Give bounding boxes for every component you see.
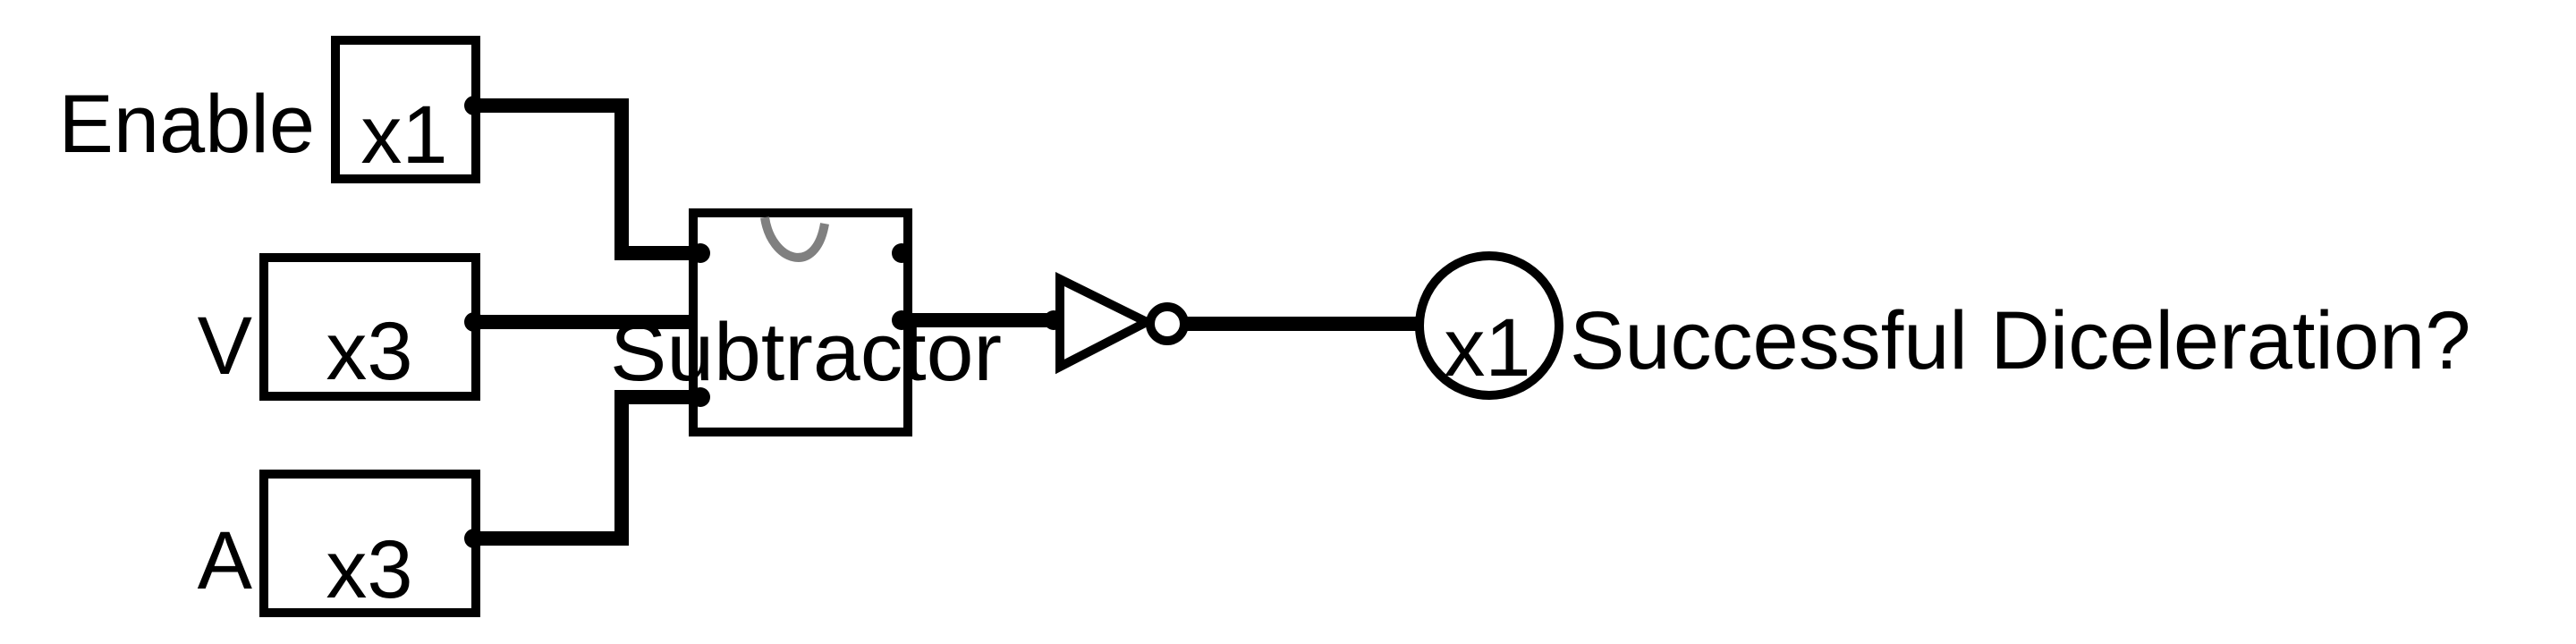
output-label: Successful Diceleration? bbox=[1570, 295, 2470, 386]
input-label-enable: Enable bbox=[59, 79, 315, 170]
subtractor-component[interactable]: Subtractor bbox=[610, 208, 1002, 436]
input-port-v bbox=[464, 312, 484, 332]
input-label-a: A bbox=[198, 515, 253, 606]
wires bbox=[474, 98, 1422, 546]
input-port-enable bbox=[464, 96, 484, 115]
subtractor-port-a bbox=[691, 243, 710, 263]
input-pin-enable[interactable]: Enable x1 bbox=[59, 36, 484, 183]
output-circle bbox=[1415, 251, 1563, 400]
input-port-a bbox=[464, 529, 484, 548]
wire-enable-to-subtractor bbox=[474, 98, 700, 260]
wire-a-to-subtractor bbox=[474, 390, 700, 546]
input-label-v: V bbox=[198, 301, 252, 392]
subtractor-port-b bbox=[691, 387, 710, 407]
input-box-a bbox=[259, 470, 480, 617]
subtractor-notch-icon bbox=[760, 216, 829, 262]
not-gate[interactable] bbox=[1044, 271, 1189, 375]
not-gate-triangle-icon bbox=[1055, 271, 1157, 375]
subtractor-port-diff bbox=[892, 310, 911, 330]
not-gate-bubble-icon bbox=[1146, 302, 1189, 345]
input-width-enable: x1 bbox=[360, 89, 447, 181]
input-width-a: x3 bbox=[326, 524, 412, 615]
input-pin-a[interactable]: A x3 bbox=[198, 470, 484, 617]
input-pin-v[interactable]: V x3 bbox=[198, 253, 484, 401]
output-pin[interactable]: x1 Successful Diceleration? bbox=[1412, 251, 2470, 400]
output-width: x1 bbox=[1444, 302, 1530, 394]
subtractor-label: Subtractor bbox=[610, 307, 1002, 398]
input-width-v: x3 bbox=[326, 306, 412, 397]
subtractor-port-borrow-out bbox=[892, 243, 911, 263]
